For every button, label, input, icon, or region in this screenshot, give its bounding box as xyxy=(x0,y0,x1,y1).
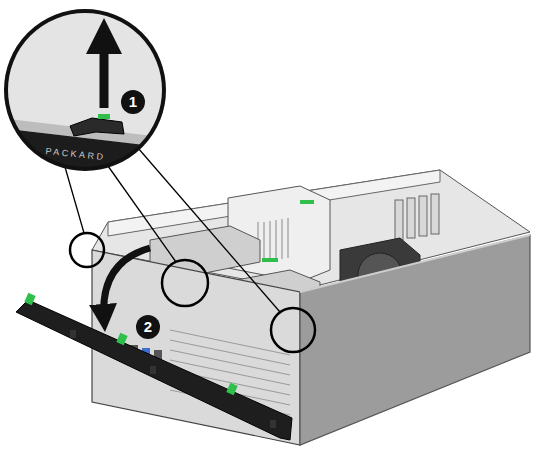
bezel-closeup xyxy=(0,128,170,180)
psu-grille xyxy=(258,218,288,262)
callout-circle xyxy=(121,90,145,114)
callout-circle xyxy=(136,315,160,339)
detail-circle xyxy=(271,308,315,352)
computer-chassis xyxy=(92,170,530,445)
bezel-hooks xyxy=(70,330,276,428)
bezel-bar xyxy=(16,300,292,440)
leader-lines xyxy=(65,148,280,312)
green-tab xyxy=(226,383,237,395)
green-tab xyxy=(24,293,35,305)
rotate-arrow xyxy=(104,248,150,318)
front-bezel xyxy=(16,293,292,440)
expansion-slots xyxy=(395,194,439,240)
latch-tab xyxy=(70,118,124,136)
magnifier xyxy=(0,11,170,180)
callout-number: 1 xyxy=(121,90,145,114)
magnifier-ring xyxy=(6,11,164,169)
green-tab xyxy=(300,200,314,204)
green-tab xyxy=(98,114,110,119)
lift-arrow xyxy=(100,36,109,108)
panel-edge xyxy=(300,235,530,292)
detail-circle xyxy=(70,233,104,267)
detail-circle xyxy=(162,260,208,306)
green-tab xyxy=(262,258,278,262)
side-panel xyxy=(300,235,530,445)
callout-number: 2 xyxy=(136,315,160,339)
green-tab xyxy=(116,333,127,345)
